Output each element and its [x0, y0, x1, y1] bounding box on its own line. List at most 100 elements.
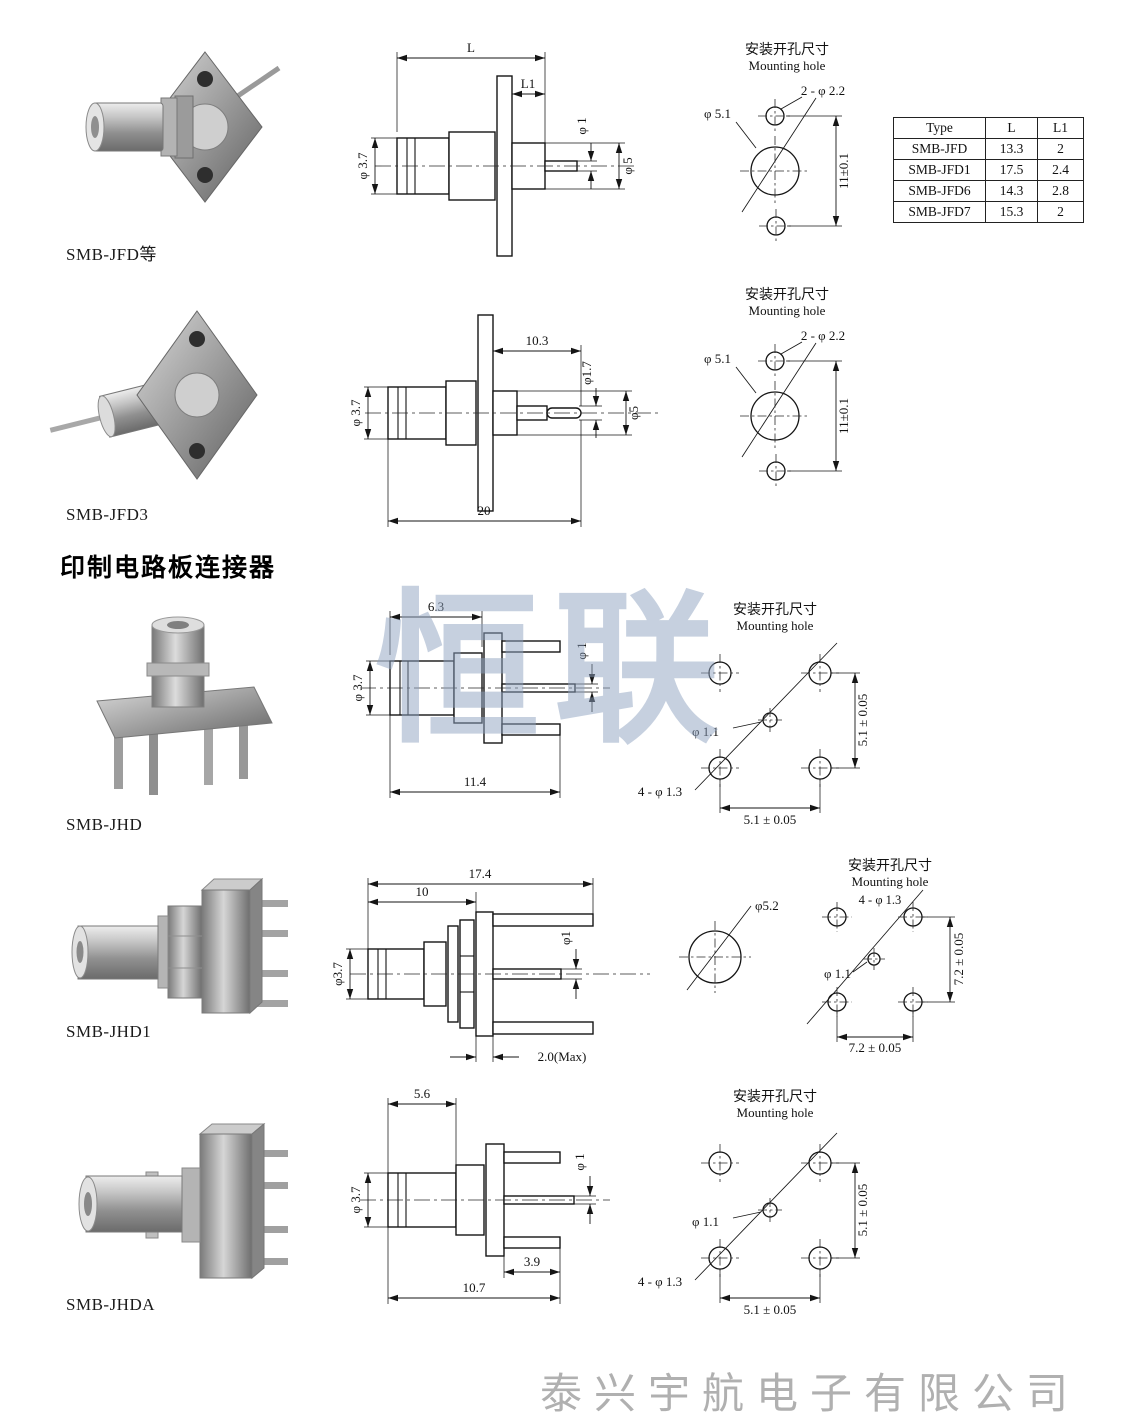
- leader-center: [852, 961, 868, 973]
- connector-name-smb-jfd3: SMB-JFD3: [66, 505, 149, 524]
- mounting-title-en: Mounting hole: [737, 1105, 814, 1120]
- mount-holes-label: 2 - φ 2.2: [801, 328, 845, 343]
- connector-photo-smb-jhd1: [50, 862, 290, 1037]
- dim-L1: L1: [521, 76, 535, 91]
- mount-center-label: φ 1.1: [692, 1214, 719, 1229]
- dim-body-dia: φ 3.7: [348, 1186, 363, 1214]
- leader-diagonal: [694, 642, 838, 791]
- cell-type: SMB-JFD: [893, 138, 986, 160]
- dim-body-dia: φ 3.7: [348, 399, 363, 427]
- mount-spacing-v-label: 5.1 ± 0.05: [855, 694, 870, 747]
- leader-diagonal: [694, 1132, 838, 1281]
- drawing-smb-jhda: 5.6 φ 3.7 φ 1 3.9 10.7: [330, 1082, 630, 1322]
- leader-diagonal: [741, 97, 817, 213]
- dim-flange-thickness: 2.0(Max): [538, 1049, 587, 1064]
- connector-photo-smb-jfd3: [42, 295, 292, 505]
- mounting-hole-smb-jhd: 安装开孔尺寸 Mounting hole φ 1.1 4 - φ 1.3 5.1…: [615, 598, 895, 830]
- dim-barrel-length: 5.6: [414, 1086, 431, 1101]
- dim-insulator-dia: φ 5: [620, 157, 635, 174]
- dimension-lines: [371, 52, 625, 195]
- mount-holes-label: 2 - φ 2.2: [801, 83, 845, 98]
- leader-center: [735, 121, 757, 149]
- dim-body-dia: φ 3.7: [350, 674, 365, 702]
- connector-name-smb-jhd: SMB-JHD: [66, 815, 143, 834]
- table-row: SMB-JFD7 15.3 2: [893, 201, 1084, 223]
- mounting-title-cn: 安装开孔尺寸: [733, 1089, 817, 1105]
- dim-pin-dia: φ 1: [574, 642, 589, 659]
- cell-l: 13.3: [985, 138, 1038, 160]
- mount-spacing-label: 11±0.1: [836, 398, 851, 434]
- connector-photo-smb-jhda: [50, 1110, 290, 1300]
- dim-total-length: 17.4: [469, 866, 492, 881]
- connector-name-smb-jfd: SMB-JFD等: [66, 245, 157, 264]
- dim-total-length: 11.4: [464, 774, 487, 789]
- table-row: SMB-JFD1 17.5 2.4: [893, 159, 1084, 181]
- cell-l: 17.5: [985, 159, 1038, 181]
- dim-leg-length: 3.9: [524, 1254, 540, 1269]
- mount-center-label: φ 1.1: [692, 724, 719, 739]
- dim-pin-dia: φ1: [558, 931, 573, 945]
- dim-L: L: [467, 40, 475, 55]
- connector-name-smb-jhd1: SMB-JHD1: [66, 1022, 152, 1041]
- mount-spacing-v-label: 7.2 ± 0.05: [951, 933, 966, 986]
- leader-diagonal: [806, 889, 924, 1025]
- col-l1: L1: [1037, 117, 1084, 139]
- col-type: Type: [893, 117, 986, 139]
- leader-holes: [780, 341, 803, 355]
- mount-holes-label: 4 - φ 1.3: [638, 784, 682, 799]
- dimension-lines: [364, 1098, 596, 1304]
- leader-panel: [686, 905, 752, 991]
- mount-spacing-label: 11±0.1: [836, 153, 851, 189]
- type-dimension-table: Type L L1 SMB-JFD 13.3 2 SMB-JFD1 17.5 2…: [893, 117, 1084, 223]
- mount-holes-label: 4 - φ 1.3: [859, 893, 902, 907]
- mount-panel-label: φ5.2: [755, 898, 779, 913]
- leader-center: [735, 366, 757, 394]
- leader-holes: [780, 96, 803, 110]
- dimension-lines: [364, 345, 632, 527]
- mounting-hole-smb-jfd3: 安装开孔尺寸 Mounting hole 2 - φ 2.2 φ 5.1 11±…: [690, 283, 885, 518]
- mounting-title-en: Mounting hole: [749, 58, 826, 73]
- connector-name-smb-jhda: SMB-JHDA: [66, 1295, 156, 1314]
- mounting-hole-smb-jfd: 安装开孔尺寸 Mounting hole 2 - φ 2.2 φ 5.1 11±…: [690, 38, 885, 273]
- mount-center-label: φ 5.1: [704, 351, 731, 366]
- cell-l1: 2.8: [1037, 180, 1084, 202]
- leader-diagonal: [741, 342, 817, 458]
- mount-spacing-h-label: 5.1 ± 0.05: [744, 812, 797, 827]
- mount-center-label: φ 5.1: [704, 106, 731, 121]
- cell-l1: 2: [1037, 201, 1084, 223]
- dim-pin-dia: φ 1: [574, 117, 589, 134]
- mounting-title-en: Mounting hole: [737, 618, 814, 633]
- table-row: SMB-JFD 13.3 2: [893, 138, 1084, 160]
- table-header-row: Type L L1: [893, 117, 1084, 139]
- mounting-title-cn: 安装开孔尺寸: [848, 858, 932, 874]
- dim-body-dia: φ3.7: [330, 962, 345, 986]
- mount-spacing-h-label: 7.2 ± 0.05: [849, 1040, 902, 1055]
- drawing-smb-jhd1: 17.4 10 φ3.7 φ1 2.0(Max): [330, 862, 665, 1077]
- cell-l: 14.3: [985, 180, 1038, 202]
- dim-pin-dia: φ 1: [572, 1153, 587, 1170]
- drawing-smb-jfd3: 10.3 φ 3.7 φ1.7 φ5 20: [330, 295, 675, 540]
- mount-spacing-v-label: 5.1 ± 0.05: [855, 1184, 870, 1237]
- mount-center-label: φ 1.1: [824, 966, 851, 981]
- dim-barrel-length: 6.3: [428, 599, 444, 614]
- dimension-lines: [346, 878, 594, 1062]
- dimension-lines: [366, 611, 598, 798]
- section-header-pcb-connectors: 印制电路板连接器: [60, 554, 277, 582]
- dim-pin-length: 10.3: [526, 333, 549, 348]
- connector-photo-smb-jhd: [52, 605, 287, 805]
- mount-spacing-h-label: 5.1 ± 0.05: [744, 1302, 797, 1317]
- mount-holes-label: 4 - φ 1.3: [638, 1274, 682, 1289]
- dim-insulator-dia: φ5: [626, 406, 641, 420]
- connector-photo-smb-jfd: [55, 30, 281, 235]
- dim-pin-dia: φ1.7: [579, 361, 594, 385]
- dim-total-length: 10.7: [463, 1280, 486, 1295]
- mounting-title-cn: 安装开孔尺寸: [745, 287, 829, 303]
- drawing-smb-jfd: L L1 φ 3.7 φ 1 φ 5: [335, 28, 665, 278]
- leader-center: [732, 721, 762, 729]
- cell-type: SMB-JFD1: [893, 159, 986, 181]
- mounting-title-cn: 安装开孔尺寸: [733, 602, 817, 618]
- dim-body-dia: φ 3.7: [355, 152, 370, 180]
- company-footer: 泰兴宇航电子有限公司: [539, 1372, 1080, 1418]
- cell-l: 15.3: [985, 201, 1038, 223]
- mounting-hole-smb-jhda: 安装开孔尺寸 Mounting hole φ 1.1 4 - φ 1.3 5.1…: [615, 1085, 895, 1320]
